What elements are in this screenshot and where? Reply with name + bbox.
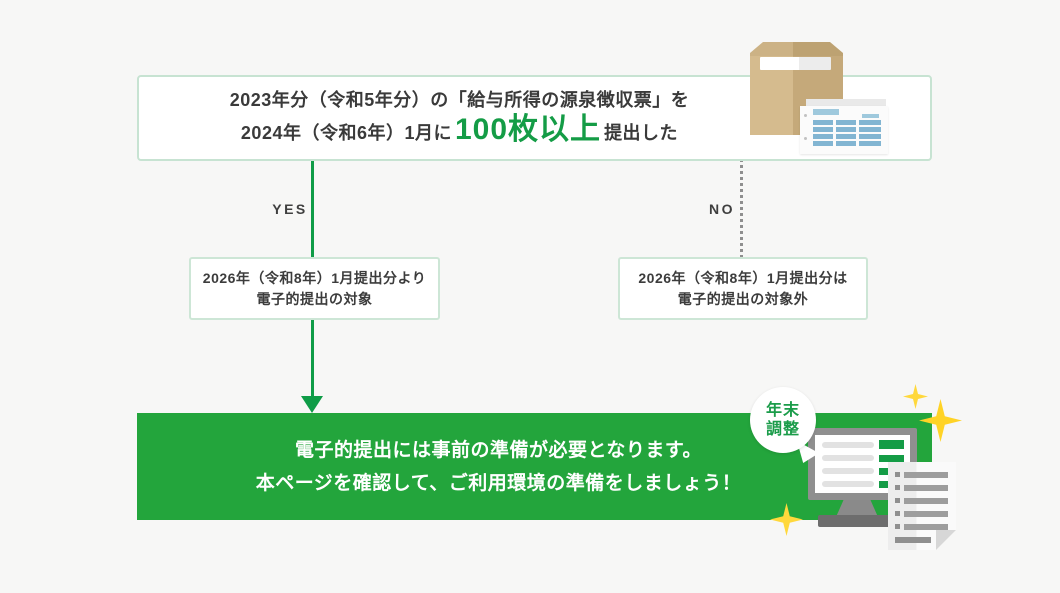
tax-slip-table [813,120,881,146]
yes-result-line1: 2026年（令和8年）1月提出分より [202,269,427,286]
parcel-box-icon [750,42,843,135]
document-fold-corner [936,530,956,550]
yes-result-line2: 電子的提出の対象 [256,290,373,307]
bubble-line1: 年末 [765,402,800,419]
screen-text-bar [822,442,874,448]
tax-slip-sub-bar [862,114,879,118]
yes-result-box: 2026年（令和8年）1月提出分より 電子的提出の対象 [189,257,440,320]
document-line [888,485,956,491]
monitor-base [818,515,895,527]
arrow-down-icon [301,396,323,413]
screen-green-bar [879,440,904,449]
condition-line2-prefix: 2024年（令和6年）1月に [240,122,452,143]
document-icon [888,462,956,550]
parcel-flap [750,42,843,56]
no-result-line2: 電子的提出の対象外 [677,290,809,307]
no-result-box: 2026年（令和8年）1月提出分は 電子的提出の対象外 [618,257,868,320]
monitor-stand [836,498,878,517]
tax-slip-header-bar [813,109,839,115]
tax-slip-hole [804,137,807,140]
tax-slip-documents-icon [800,106,888,154]
screen-text-bar [822,481,874,487]
screen-text-bar [822,468,874,474]
document-line [888,511,956,517]
condition-line1: 2023年分（令和5年分）の「給与所得の源泉徴収票」を [229,89,690,110]
screen-text-bar [822,455,874,461]
document-line [888,524,956,530]
condition-text: 2023年分（令和5年分）の「給与所得の源泉徴収票」を 2024年（令和6年）1… [139,77,930,159]
no-branch-label: NO [709,201,735,217]
no-result-line1: 2026年（令和8年）1月提出分は [638,269,848,286]
document-bottom-line [895,537,931,543]
condition-line2-suffix: 提出した [604,122,679,143]
banner-line2: 本ページを確認して、ご利用環境の準備をしましょう！ [255,472,742,494]
yes-result-line [311,318,314,397]
condition-line2-highlight: 100枚以上 [455,112,602,146]
bubble-line2: 調整 [765,421,800,438]
no-branch-dotted-line [740,159,743,257]
document-line [888,472,956,478]
banner-text: 電子的提出には事前の準備が必要となります。 本ページを確認して、ご利用環境の準備… [137,413,932,520]
yes-branch-label: YES [272,201,308,217]
screen-green-bar [879,455,904,462]
year-end-adjustment-bubble: 年末 調整 [750,387,816,453]
document-line [888,498,956,504]
banner-line1: 電子的提出には事前の準備が必要となります。 [294,439,703,461]
sparkle-icon [903,384,928,409]
parcel-label [760,57,831,70]
tax-slip-hole [804,114,807,117]
yes-branch-line [311,159,314,257]
